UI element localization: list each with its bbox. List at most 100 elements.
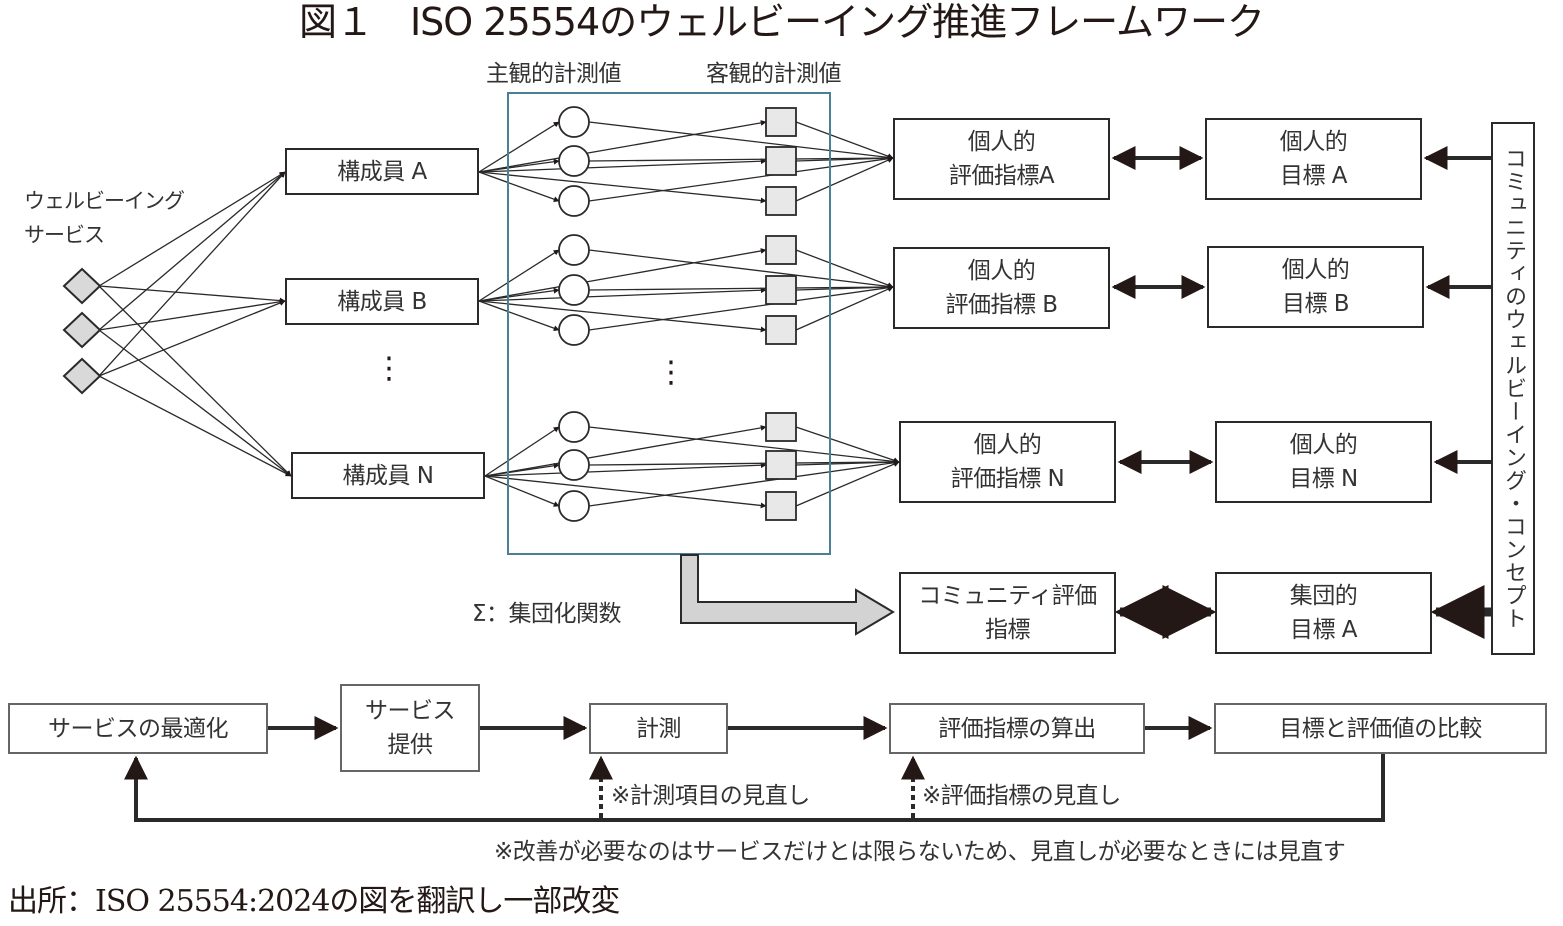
process-step-line2: 提供 [387,732,434,758]
member-label: 構成員 A [337,158,427,185]
member-to-objective-edge [484,462,767,477]
indicator-line1: 個人的 [967,129,1036,155]
indicator-line2: 評価指標A [948,163,1055,189]
collective-target-box: 集団的 目標 A [1215,572,1432,654]
objective-to-indicator-edge [795,157,894,202]
objective-measure-node [765,186,797,216]
target-box-n: 個人的 目標 N [1215,421,1432,503]
collective-target-line2: 目標 A [1289,617,1358,643]
aggregation-arrow-icon [680,554,895,636]
wellbeing-service-label-line1: ウェルビーイング [24,189,185,213]
indicator-box-a: 個人的 評価指標A [893,118,1110,200]
member-to-subjective-edge [478,300,560,331]
target-line1: 個人的 [1281,257,1350,283]
subjective-measure-node [558,274,590,306]
service-to-member-edge [98,285,286,304]
member-to-subjective-edge [478,249,560,302]
service-to-member-edge [98,300,286,377]
member-to-objective-edge [478,248,767,302]
member-to-subjective-edge [478,121,560,173]
member-to-objective-edge [478,300,767,333]
subjective-to-indicator-edge [588,155,894,162]
objective-measure-node [765,275,797,305]
target-line2: 目標 B [1281,291,1350,317]
member-to-objective-edge [478,158,767,173]
objective-measure-node [765,235,797,265]
process-step-provide: サービス 提供 [340,684,480,772]
subjective-to-indicator-edge [588,155,894,202]
indicator-line2: 評価指標 N [950,466,1065,492]
member-label: 構成員 N [342,462,434,489]
figure-title: 図１ ISO 25554のウェルビーイング推進フレームワーク [298,0,1265,44]
objective-measures-label: 客観的計測値 [706,61,842,87]
subjective-to-indicator-edge [588,459,900,507]
subjective-to-indicator-edge [588,121,894,161]
subjective-measure-node [558,106,590,138]
collective-target-line1: 集団的 [1289,583,1358,609]
service-to-member-edge [98,298,286,331]
subjective-to-indicator-edge [588,284,894,331]
objective-to-indicator-edge [795,459,900,466]
service-to-member-edge [98,329,292,477]
objective-to-indicator-edge [795,155,894,162]
objective-measure-node [765,146,797,176]
service-to-member-edge [98,171,286,331]
indicator-box-n: 個人的 評価指標 N [899,421,1116,503]
member-to-objective-edge [484,425,767,477]
objective-to-indicator-edge [795,284,894,291]
member-to-objective-edge [478,171,767,204]
indicator-line2: 評価指標 B [945,292,1058,318]
review-indicator-note: ※評価指標の見直し [922,783,1121,809]
objective-to-indicator-edge [795,461,900,507]
objective-to-indicator-edge [795,249,894,288]
objective-to-indicator-edge [795,426,900,464]
process-step-label: サービスの最適化 [48,715,229,742]
community-indicator-line1: コミュニティ評価 [918,583,1097,609]
community-wellbeing-concept-box: コミュニティのウェルビーイング・コンセプト [1491,122,1535,655]
objective-measure-node [765,491,797,521]
service-diamond-icon [62,267,102,305]
subjective-to-indicator-edge [588,249,894,290]
process-step-compare: 目標と評価値の比較 [1214,703,1547,754]
target-line2: 目標 N [1289,466,1358,492]
service-diamond-icon [62,311,102,349]
subjective-to-indicator-edge [588,426,900,465]
feedback-loop-arrow [124,754,1385,822]
service-to-member-edge [98,285,292,477]
target-box-a: 個人的 目標 A [1205,118,1422,200]
objective-to-indicator-edge [795,286,894,331]
members-ellipsis: ⋮ [374,351,404,386]
community-indicator-line2: 指標 [985,617,1031,643]
objective-measure-node [765,412,797,442]
member-to-objective-edge [478,287,767,302]
member-box-b: 構成員 B [285,278,479,325]
service-to-member-edge [98,375,292,477]
process-step-line1: サービス [365,698,456,724]
subjective-measure-node [558,411,590,443]
subjective-to-indicator-edge [588,459,900,466]
service-to-member-edge [98,171,286,377]
subjective-to-indicator-edge [588,284,894,291]
target-line1: 個人的 [1289,432,1358,458]
source-citation: 出所：ISO 25554:2024の図を翻訳し一部改変 [8,884,620,919]
member-to-subjective-edge [484,475,560,507]
measures-ellipsis: ⋮ [656,355,686,390]
subjective-measure-node [558,314,590,346]
indicator-line1: 個人的 [973,432,1042,458]
process-step-measure: 計測 [589,703,728,754]
member-to-subjective-edge [484,426,560,477]
subjective-measure-node [558,145,590,177]
member-to-subjective-edge [478,171,560,202]
target-line1: 個人的 [1279,129,1348,155]
member-to-objective-edge [478,120,767,173]
objective-to-indicator-edge [795,121,894,159]
process-step-calculate: 評価指標の算出 [889,703,1145,754]
member-label: 構成員 B [337,288,427,315]
objective-measure-node [765,107,797,137]
review-measure-note: ※計測項目の見直し [611,783,810,809]
process-step-optimize: サービスの最適化 [8,703,268,754]
wellbeing-service-label-line2: サービス [24,223,105,247]
target-box-b: 個人的 目標 B [1207,246,1424,328]
wellbeing-service-label: ウェルビーイング サービス [24,184,185,252]
